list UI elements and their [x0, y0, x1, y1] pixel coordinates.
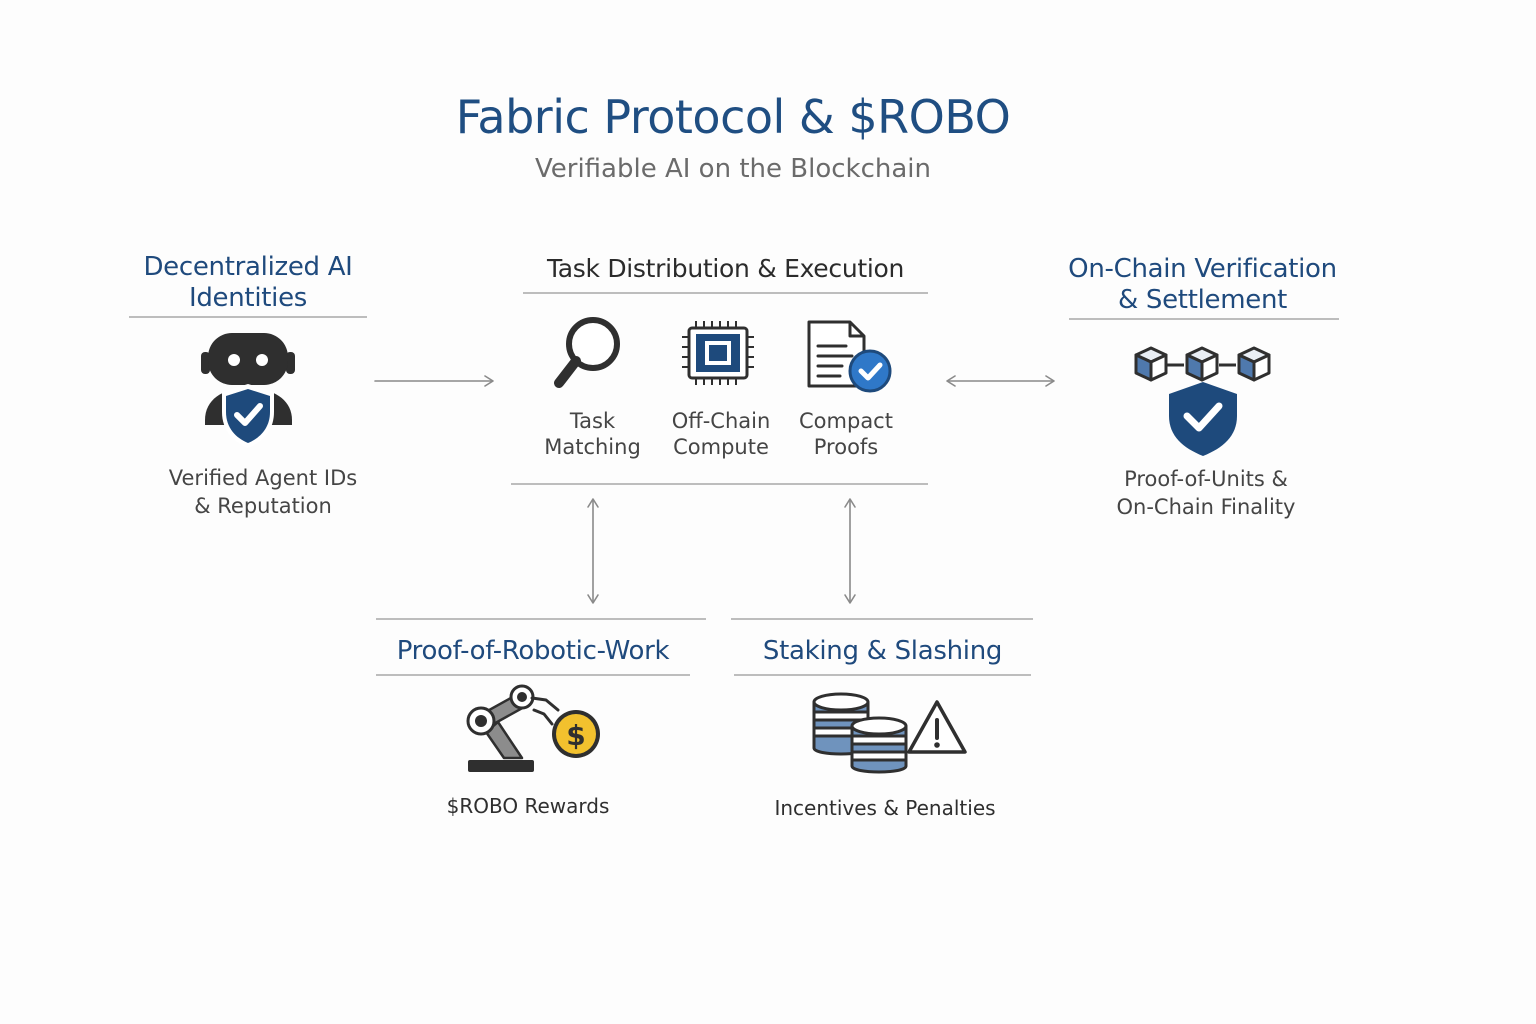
block-cube-3 — [1237, 346, 1271, 382]
robot-arm-coin-icon: $ — [466, 684, 600, 772]
robot-shield-icon — [201, 333, 295, 448]
task-heading: Task Distribution & Execution — [546, 254, 905, 283]
block-cube-1 — [1134, 346, 1168, 382]
identities-caption: Verified Agent IDs & Reputation — [140, 464, 386, 520]
work-caption: $ROBO Rewards — [446, 794, 610, 818]
page-title: Fabric Protocol & $ROBO — [455, 90, 1011, 144]
task-item-matching: Task Matching — [535, 408, 650, 460]
task-item-compute-line1: Off-Chain — [671, 409, 771, 433]
task-top-divider — [523, 292, 928, 294]
block-cube-2 — [1185, 346, 1219, 382]
verification-divider — [1069, 318, 1339, 320]
arrow-identities-to-task — [374, 375, 494, 387]
identities-heading-line2: Identities — [188, 283, 308, 313]
identities-heading-line1: Decentralized AI — [143, 252, 353, 282]
chip-icon — [682, 321, 754, 385]
staking-caption: Incentives & Penalties — [774, 796, 996, 820]
task-item-compute-line2: Compute — [673, 435, 769, 459]
staking-bottom-divider — [734, 674, 1031, 676]
verification-caption-line1: Proof-of-Units & — [1124, 467, 1288, 491]
identities-heading: Decentralized AI Identities — [129, 252, 367, 314]
arrow-task-work — [587, 498, 599, 604]
verification-heading-line2: & Settlement — [1117, 285, 1288, 315]
magnifier-icon — [554, 317, 620, 388]
identities-caption-line2: & Reputation — [194, 494, 332, 518]
work-bottom-divider — [376, 674, 690, 676]
verification-heading-line1: On-Chain Verification — [1068, 254, 1337, 284]
staking-heading: Staking & Slashing — [762, 636, 1003, 666]
task-item-matching-line1: Task — [569, 409, 616, 433]
verification-caption-line2: On-Chain Finality — [1116, 495, 1296, 519]
coin-stacks-warning-icon — [812, 692, 967, 774]
task-item-proofs-line1: Compact — [799, 409, 893, 433]
identities-caption-line1: Verified Agent IDs — [168, 466, 358, 490]
svg-text:$: $ — [566, 719, 585, 752]
work-heading: Proof-of-Robotic-Work — [396, 636, 670, 666]
page-subtitle: Verifiable AI on the Blockchain — [534, 154, 931, 184]
arrow-task-staking — [844, 498, 856, 604]
staking-top-divider — [731, 618, 1033, 620]
work-top-divider — [376, 618, 706, 620]
task-item-compute: Off-Chain Compute — [660, 408, 782, 460]
verification-heading: On-Chain Verification & Settlement — [1060, 254, 1345, 316]
task-item-proofs: Compact Proofs — [790, 408, 902, 460]
identities-divider — [129, 316, 367, 318]
verification-caption: Proof-of-Units & On-Chain Finality — [1086, 465, 1326, 521]
task-item-proofs-line2: Proofs — [813, 435, 879, 459]
arrow-task-verification — [946, 375, 1055, 387]
blockchain-shield-icon — [1134, 346, 1271, 456]
task-bottom-divider — [511, 483, 928, 485]
document-check-icon — [807, 320, 892, 393]
task-item-matching-line2: Matching — [544, 435, 641, 459]
